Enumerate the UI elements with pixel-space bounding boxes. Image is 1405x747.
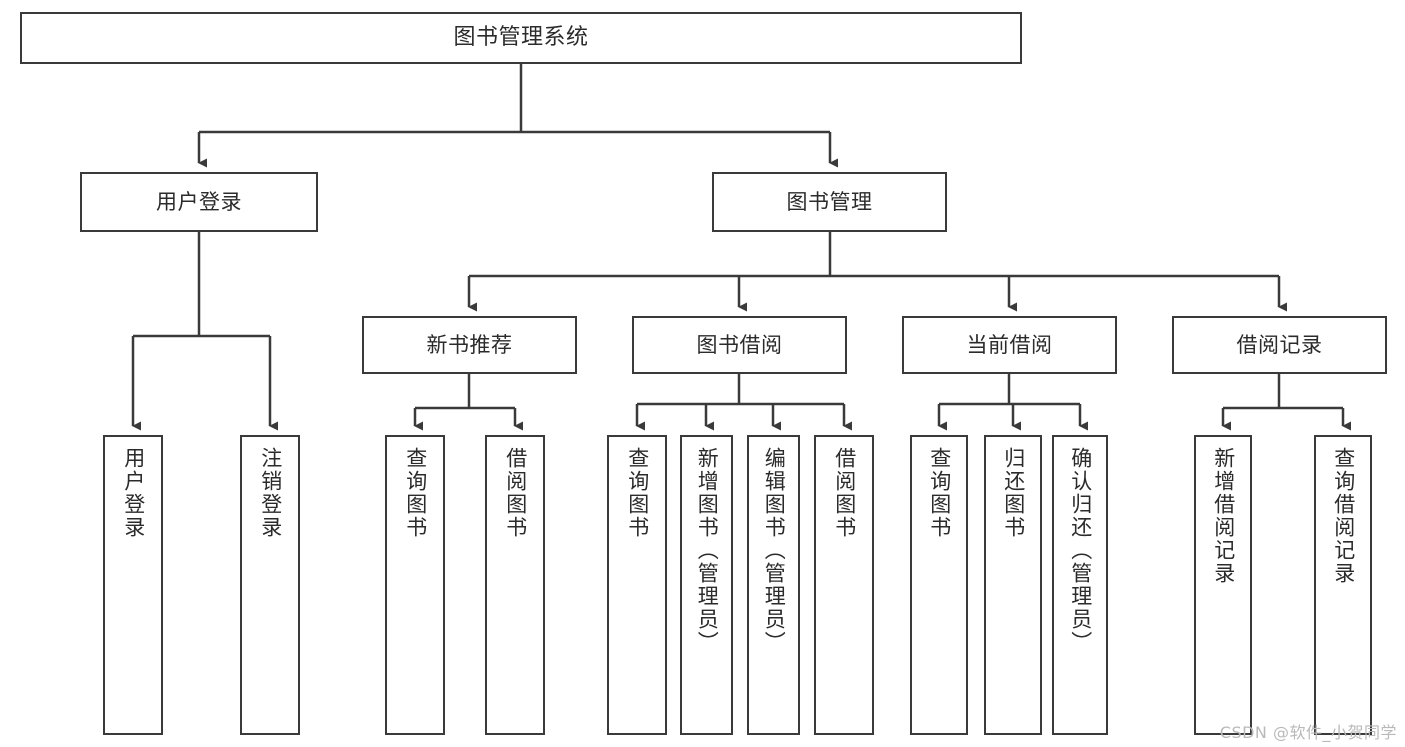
node-leaf-borrow-borrow[interactable]: 借阅图书 — [814, 435, 874, 735]
node-label: 图书管理 — [786, 189, 873, 214]
node-label: 查询借阅记录 — [1331, 447, 1356, 585]
node-label: 编辑图书（管理员） — [762, 447, 787, 654]
node-leaf-borrow-add-admin[interactable]: 新增图书（管理员） — [680, 435, 733, 735]
node-current-borrow[interactable]: 当前借阅 — [902, 316, 1117, 374]
node-book-borrow[interactable]: 图书借阅 — [632, 316, 847, 374]
node-label: 当前借阅 — [966, 332, 1053, 357]
node-leaf-borrow-query[interactable]: 查询图书 — [607, 435, 667, 735]
edge-group-book-borrow — [635, 374, 852, 431]
node-leaf-current-return[interactable]: 归还图书 — [984, 435, 1042, 735]
edge-group-current-borrow — [937, 374, 1088, 431]
node-label: 归还图书 — [1001, 447, 1026, 539]
node-borrow-record[interactable]: 借阅记录 — [1172, 316, 1387, 374]
node-book-management[interactable]: 图书管理 — [712, 172, 947, 232]
node-label: 查询图书 — [403, 447, 428, 539]
node-label: 查询图书 — [625, 447, 650, 539]
edge-group-user-login — [131, 232, 278, 431]
node-label: 新书推荐 — [426, 332, 513, 357]
node-label: 查询图书 — [927, 447, 952, 539]
node-leaf-record-add[interactable]: 新增借阅记录 — [1194, 435, 1252, 735]
edge-group-root — [197, 64, 838, 168]
edge-group-book-management — [467, 232, 1287, 312]
node-leaf-current-confirm-admin[interactable]: 确认归还（管理员） — [1052, 435, 1108, 735]
node-label: 新增借阅记录 — [1211, 447, 1236, 585]
node-leaf-record-query[interactable]: 查询借阅记录 — [1314, 435, 1372, 735]
node-new-book-recommend[interactable]: 新书推荐 — [362, 316, 577, 374]
edge-group-new-book — [413, 374, 523, 431]
node-label: 借阅图书 — [832, 447, 857, 539]
node-label: 图书管理系统 — [453, 25, 589, 51]
node-leaf-user-login[interactable]: 用户登录 — [103, 435, 163, 735]
edge-group-borrow-record — [1221, 374, 1351, 431]
node-label: 新增图书（管理员） — [695, 447, 720, 654]
csdn-watermark: CSDN @软件_小贺同学 — [1219, 723, 1397, 742]
node-leaf-user-logout[interactable]: 注销登录 — [240, 435, 300, 735]
node-label: 用户登录 — [121, 447, 146, 539]
node-label: 注销登录 — [258, 447, 283, 539]
node-leaf-borrow-edit-admin[interactable]: 编辑图书（管理员） — [747, 435, 800, 735]
node-label: 用户登录 — [156, 189, 242, 214]
node-label: 确认归还（管理员） — [1068, 447, 1093, 654]
node-label: 借阅记录 — [1236, 332, 1323, 357]
node-label: 图书借阅 — [696, 332, 783, 357]
node-label: 借阅图书 — [503, 447, 528, 539]
node-root-system[interactable]: 图书管理系统 — [20, 12, 1022, 64]
node-leaf-newbook-borrow[interactable]: 借阅图书 — [485, 435, 545, 735]
node-leaf-newbook-query[interactable]: 查询图书 — [385, 435, 445, 735]
node-leaf-current-query[interactable]: 查询图书 — [910, 435, 968, 735]
node-user-login[interactable]: 用户登录 — [80, 172, 318, 232]
